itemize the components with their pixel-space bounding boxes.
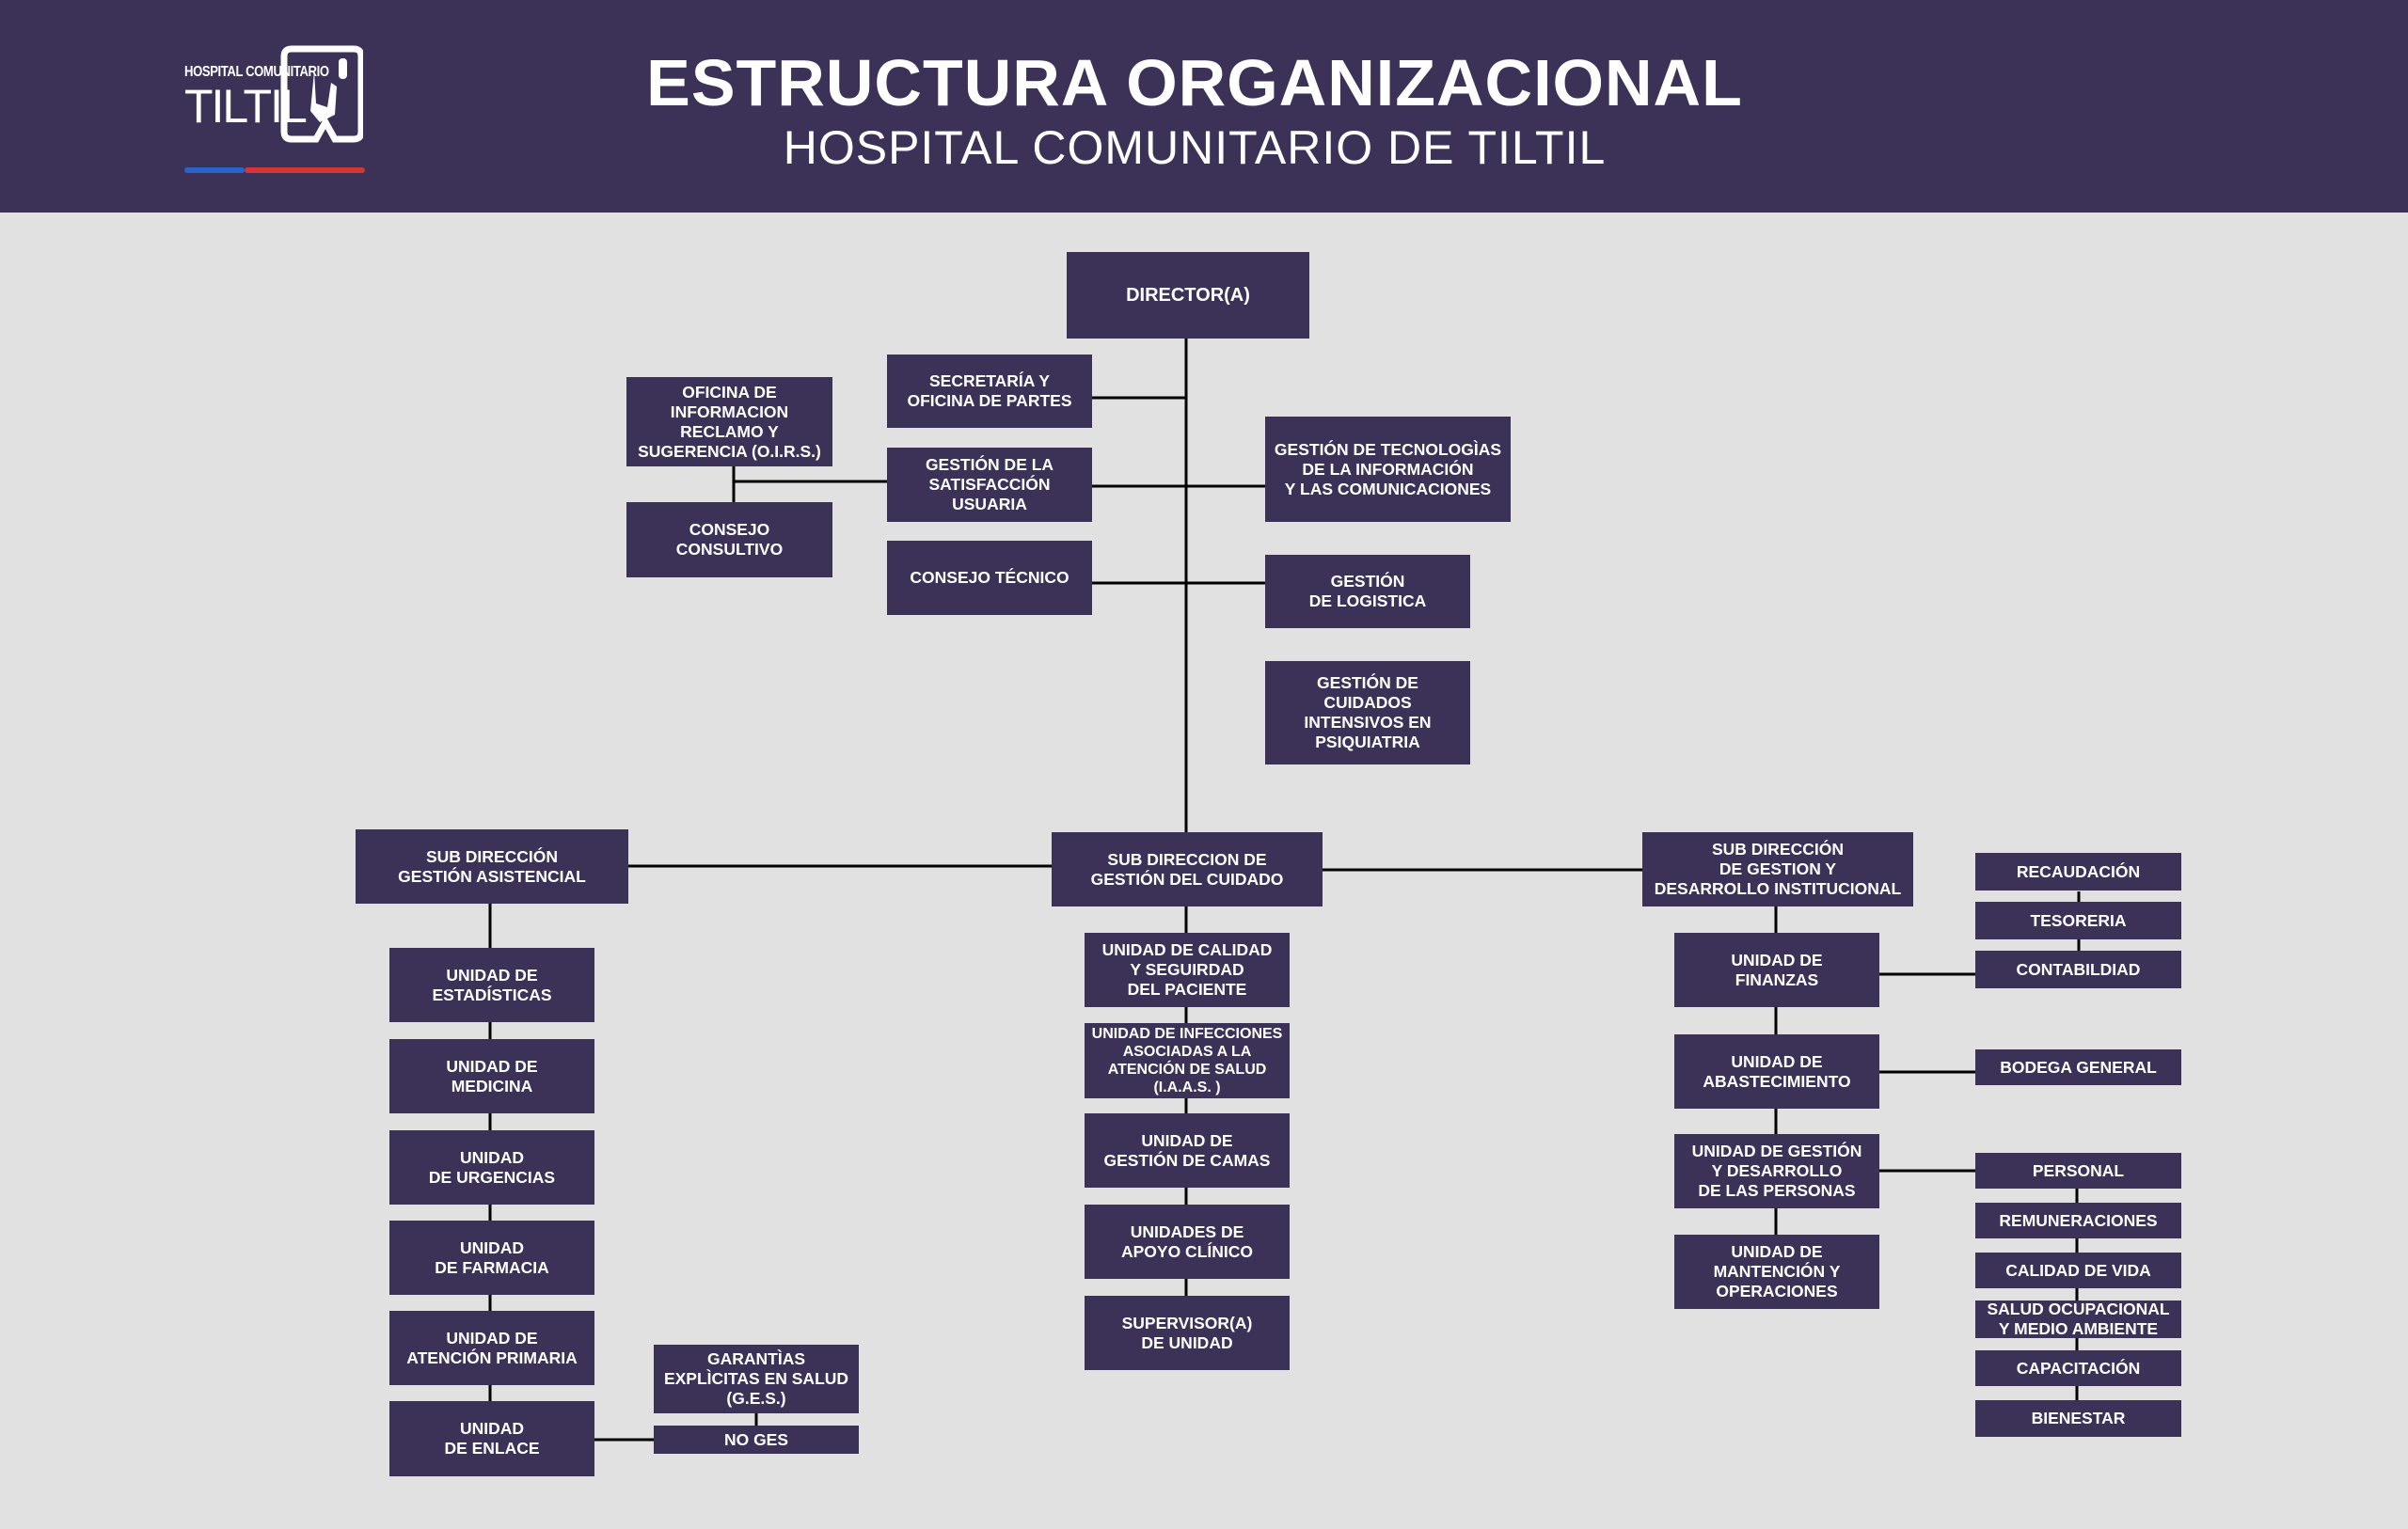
page-subtitle: HOSPITAL COMUNITARIO DE TILTIL xyxy=(783,121,1607,174)
remuneraciones-box: REMUNERACIONES xyxy=(1975,1203,2181,1238)
unit-farmacia-box: UNIDAD DE FARMACIA xyxy=(389,1221,594,1295)
unit-calidad-seguridad-box: UNIDAD DE CALIDAD Y SEGUIRDAD DEL PACIEN… xyxy=(1085,933,1290,1007)
no-ges-box: NO GES xyxy=(654,1426,859,1454)
director-box: DIRECTOR(A) xyxy=(1067,252,1309,339)
satisfaccion-usuaria-box: GESTIÓN DE LA SATISFACCIÓN USUARIA xyxy=(887,448,1092,522)
capacitacion-box: CAPACITACIÓN xyxy=(1975,1350,2181,1386)
sd-asistencial-box: SUB DIRECCIÓN GESTIÓN ASISTENCIAL xyxy=(356,829,628,904)
tesoreria-box: TESORERIA xyxy=(1975,902,2181,939)
oirs-box: OFICINA DE INFORMACION RECLAMO Y SUGEREN… xyxy=(626,377,832,466)
unit-apoyo-clinico-box: UNIDADES DE APOYO CLÍNICO xyxy=(1085,1205,1290,1279)
unit-finanzas-box: UNIDAD DE FINANZAS xyxy=(1674,933,1879,1007)
unit-abastecimiento-box: UNIDAD DE ABASTECIMIENTO xyxy=(1674,1034,1879,1109)
unit-gestion-personas-box: UNIDAD DE GESTIÓN Y DESARROLLO DE LAS PE… xyxy=(1674,1134,1879,1208)
header-banner: HOSPITAL COMUNITARIO TILTIL ESTRUCTURA O… xyxy=(0,0,2408,213)
unit-estadisticas-box: UNIDAD DE ESTADÍSTICAS xyxy=(389,948,594,1022)
unit-supervisor-box: SUPERVISOR(A) DE UNIDAD xyxy=(1085,1296,1290,1370)
logistica-box: GESTIÓN DE LOGISTICA xyxy=(1265,555,1470,628)
personal-box: PERSONAL xyxy=(1975,1153,2181,1189)
sd-cuidado-box: SUB DIRECCION DE GESTIÓN DEL CUIDADO xyxy=(1052,832,1323,906)
calidad-de-vida-box: CALIDAD DE VIDA xyxy=(1975,1253,2181,1288)
consejo-tecnico-box: CONSEJO TÉCNICO xyxy=(887,541,1092,615)
recaudacion-box: RECAUDACIÓN xyxy=(1975,853,2181,891)
unit-gestion-camas-box: UNIDAD DE GESTIÓN DE CAMAS xyxy=(1085,1113,1290,1188)
logo-hand-icon xyxy=(280,45,363,143)
unit-iaas-box: UNIDAD DE INFECCIONES ASOCIADAS A LA ATE… xyxy=(1085,1023,1290,1098)
unit-atencion-primaria-box: UNIDAD DE ATENCIÓN PRIMARIA xyxy=(389,1311,594,1385)
consejo-consultivo-box: CONSEJO CONSULTIVO xyxy=(626,502,832,577)
ges-box: GARANTÌAS EXPLÌCITAS EN SALUD (G.E.S.) xyxy=(654,1345,859,1413)
page-title: ESTRUCTURA ORGANIZACIONAL xyxy=(646,46,1743,119)
logo-hospital-text: HOSPITAL COMUNITARIO xyxy=(184,64,329,80)
tecnologias-box: GESTIÓN DE TECNOLOGÌAS DE LA INFORMACIÓN… xyxy=(1265,417,1511,522)
unit-mantencion-box: UNIDAD DE MANTENCIÓN Y OPERACIONES xyxy=(1674,1235,1879,1309)
cuidados-intensivos-box: GESTIÓN DE CUIDADOS INTENSIVOS EN PSIQUI… xyxy=(1265,661,1470,764)
flag-blue-stripe xyxy=(184,167,245,173)
flag-red-stripe xyxy=(245,167,365,173)
unit-medicina-box: UNIDAD DE MEDICINA xyxy=(389,1039,594,1113)
salud-ocupacional-box: SALUD OCUPACIONAL Y MEDIO AMBIENTE xyxy=(1975,1300,2181,1338)
bienestar-box: BIENESTAR xyxy=(1975,1400,2181,1437)
bodega-general-box: BODEGA GENERAL xyxy=(1975,1049,2181,1085)
contabilidad-box: CONTABILDIAD xyxy=(1975,951,2181,988)
unit-enlace-box: UNIDAD DE ENLACE xyxy=(389,1401,594,1476)
hospital-logo-icon: HOSPITAL COMUNITARIO TILTIL xyxy=(184,45,369,177)
sd-institucional-box: SUB DIRECCIÓN DE GESTION Y DESARROLLO IN… xyxy=(1642,832,1913,906)
unit-urgencias-box: UNIDAD DE URGENCIAS xyxy=(389,1130,594,1205)
secretaria-box: SECRETARÍA Y OFICINA DE PARTES xyxy=(887,355,1092,428)
